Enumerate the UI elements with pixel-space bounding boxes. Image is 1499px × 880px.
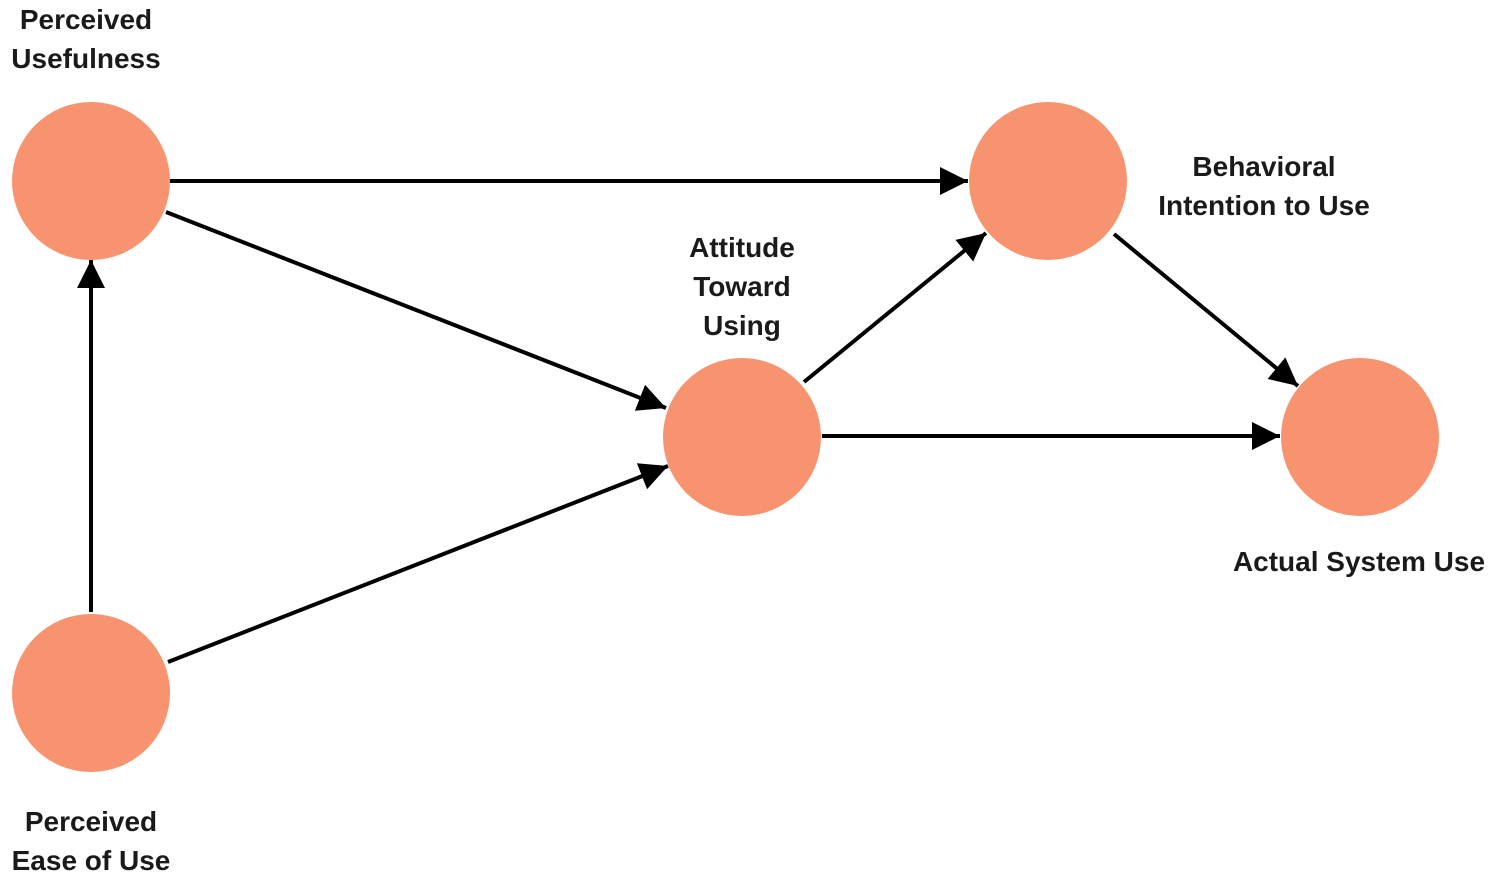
label-perceived-ease-of-use: Perceived Ease of Use [0, 802, 182, 880]
label-line: Intention to Use [1158, 190, 1370, 221]
label-line: Behavioral [1192, 151, 1336, 182]
label-perceived-usefulness: Perceived Usefulness [0, 0, 172, 78]
label-line: Perceived [19, 4, 153, 35]
label-line: Attitude [689, 232, 795, 263]
label-line: Using [703, 310, 781, 341]
node-attitude-toward-using [663, 358, 821, 516]
node-perceived-ease-of-use [12, 614, 170, 772]
edge-ease-to-attitude [167, 463, 669, 664]
edge-intention-to-actual-use [1112, 232, 1300, 388]
label-line: Actual System Use [1232, 546, 1486, 577]
node-perceived-usefulness [12, 102, 170, 260]
edge-usefulness-to-attitude [165, 210, 667, 411]
label-line: Ease of Use [11, 845, 171, 876]
label-line: Usefulness [11, 43, 161, 74]
label-line: Toward [693, 271, 791, 302]
nodes-layer [12, 102, 1439, 772]
node-behavioral-intention-to-use [969, 102, 1127, 260]
edge-attitude-to-intention [802, 231, 988, 384]
label-attitude-toward-using: Attitude Toward Using [662, 228, 822, 345]
label-behavioral-intention-to-use: Behavioral Intention to Use [1140, 147, 1388, 225]
label-line: Perceived [24, 806, 158, 837]
label-actual-system-use: Actual System Use [1220, 542, 1498, 581]
node-actual-system-use [1281, 358, 1439, 516]
edges-layer [77, 167, 1300, 664]
